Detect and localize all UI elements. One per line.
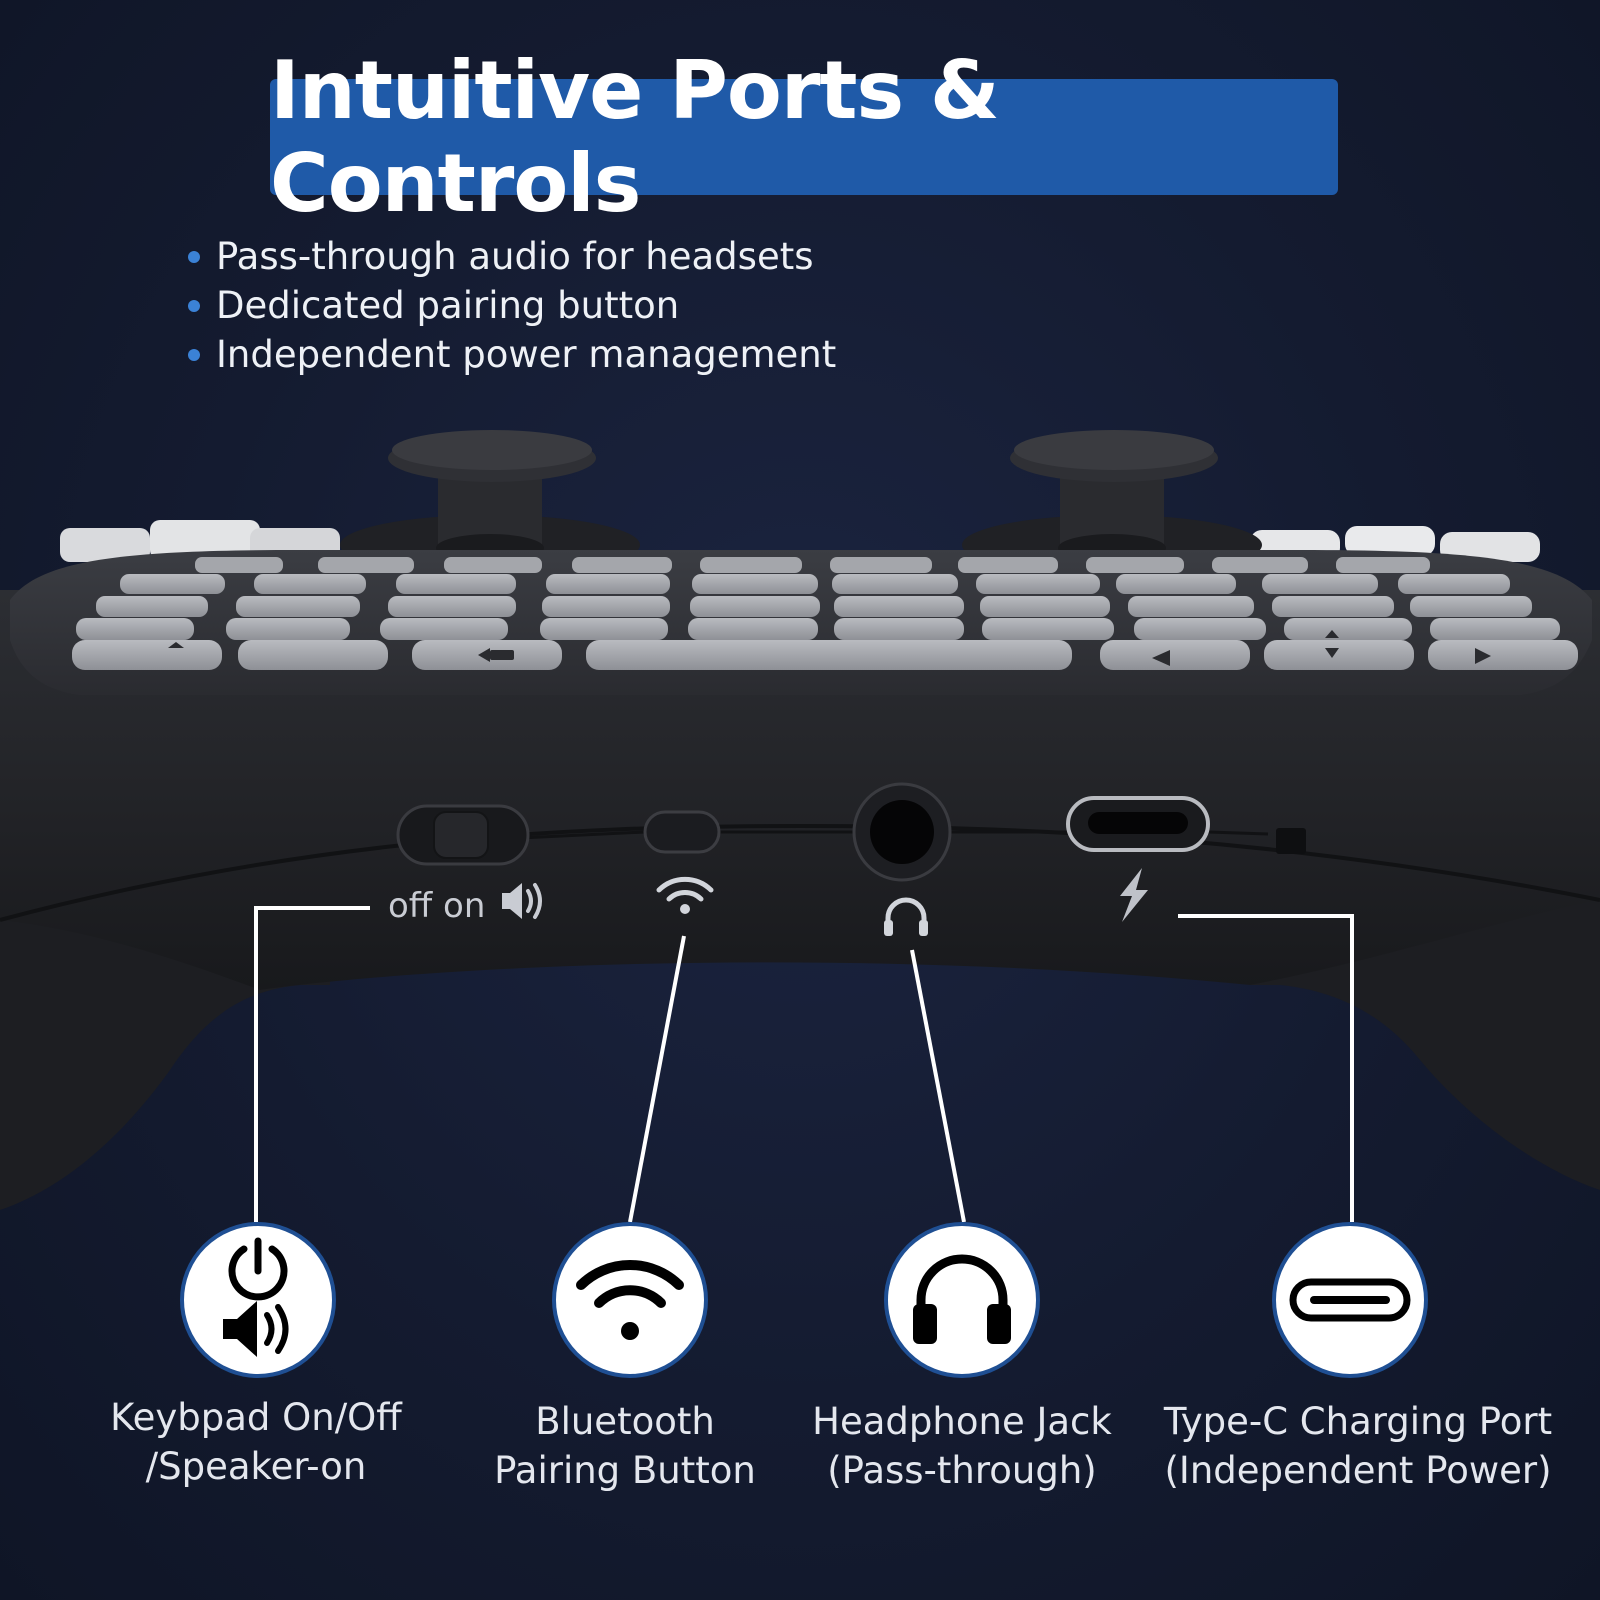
type-c-feature-circle xyxy=(1272,1222,1428,1378)
switch-off-on-label: off on xyxy=(388,886,486,926)
bullet-dot-icon xyxy=(188,250,200,263)
headphone-jack xyxy=(852,782,952,882)
keyboard-keys xyxy=(72,557,1578,670)
usb-c-icon xyxy=(1289,1278,1411,1322)
feature-caption-type-c: Type-C Charging Port (Independent Power) xyxy=(1163,1400,1553,1492)
controller-grips xyxy=(0,780,1600,1210)
device-speaker-icon xyxy=(502,883,542,919)
device-headphones-icon xyxy=(884,897,928,936)
bullet-dot-icon xyxy=(188,348,200,361)
status-led xyxy=(1276,828,1306,854)
pairing-button[interactable] xyxy=(643,810,721,854)
bullet-item: Pass-through audio for headsets xyxy=(188,232,836,281)
bullet-item: Independent power management xyxy=(188,330,836,379)
feature-caption-headphone: Headphone Jack (Pass-through) xyxy=(812,1400,1112,1492)
power-speaker-switch[interactable] xyxy=(396,804,530,866)
device-bolt-icon xyxy=(1120,868,1148,922)
power-speaker-feature-circle xyxy=(180,1222,336,1378)
title-banner: Intuitive Ports & Controls xyxy=(270,44,1338,230)
bullet-dot-icon xyxy=(188,299,200,312)
bullet-item: Dedicated pairing button xyxy=(188,281,836,330)
device-wifi-icon xyxy=(656,876,714,914)
page-title: Intuitive Ports & Controls xyxy=(270,44,1000,230)
feature-caption-power: Keybpad On/Off /Speaker-on xyxy=(110,1396,402,1488)
leader-lines xyxy=(254,906,1354,1223)
headphone-feature-circle xyxy=(884,1222,1040,1378)
bluetooth-feature-circle xyxy=(552,1222,708,1378)
headphones-icon xyxy=(913,1254,1011,1344)
body-seam xyxy=(0,823,1600,922)
usb-c-port xyxy=(1066,796,1210,852)
feature-caption-bluetooth: Bluetooth Pairing Button xyxy=(494,1400,756,1492)
feature-bullet-list: Pass-through audio for headsets Dedicate… xyxy=(188,232,836,379)
ports-row xyxy=(519,830,1269,840)
left-thumbstick xyxy=(340,430,640,575)
power-speaker-icon xyxy=(223,1237,289,1357)
wifi-icon xyxy=(576,1259,684,1340)
